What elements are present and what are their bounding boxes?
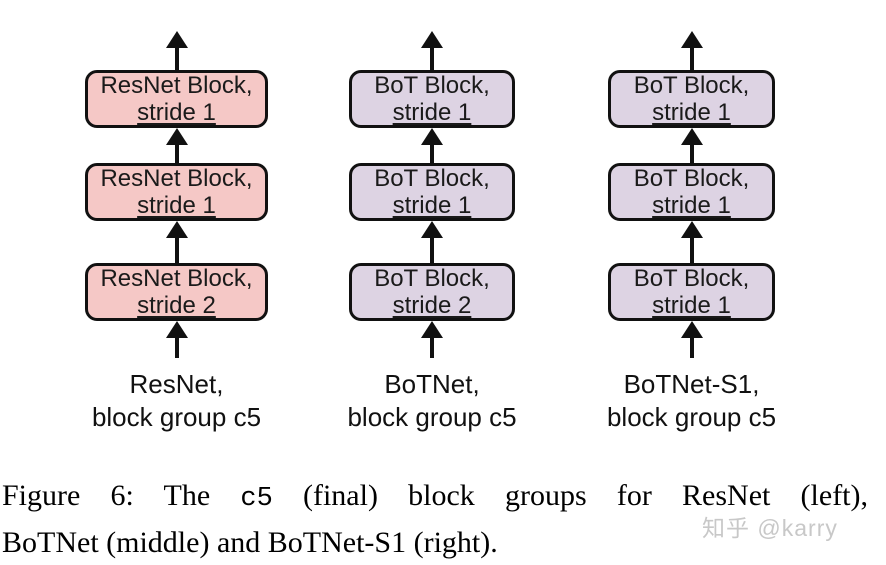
arrow-shaft	[689, 145, 694, 163]
block-name: BoT Block,	[374, 165, 490, 192]
column-label-line2: block group c5	[606, 402, 777, 432]
arrow-up-icon	[165, 221, 189, 263]
column-label-resnet: ResNet, block group c5	[92, 368, 261, 434]
block-stride: stride 1	[392, 99, 472, 126]
arrow-up-icon	[165, 321, 189, 358]
block-name: ResNet Block,	[100, 72, 253, 99]
arrow-head	[680, 321, 703, 338]
arrow-up-icon	[680, 128, 704, 163]
column-label-line1: ResNet,	[129, 369, 224, 399]
resnet-block-node: ResNet Block, stride 2	[85, 263, 268, 321]
bot-block-node: BoT Block, stride 1	[349, 163, 515, 221]
block-stride: stride 1	[652, 192, 731, 219]
block-stride: stride 2	[392, 292, 472, 319]
arrow-head	[165, 31, 188, 48]
bot-block-node: BoT Block, stride 2	[349, 263, 515, 321]
arrow-shaft	[430, 145, 434, 163]
block-name: ResNet Block,	[100, 165, 253, 192]
arrow-up-icon	[680, 221, 704, 263]
column-resnet: ResNet Block, stride 1 ResNet Block, str…	[85, 31, 268, 434]
resnet-block-node: ResNet Block, stride 1	[85, 70, 268, 128]
bot-block-node: BoT Block, stride 1	[608, 163, 775, 221]
arrow-up-icon	[165, 31, 189, 70]
block-name: BoT Block,	[374, 265, 490, 292]
caption-line-1: Figure 6: The c5 (final) block groups fo…	[2, 474, 868, 521]
arrow-shaft	[689, 338, 694, 358]
arrow-shaft	[174, 48, 179, 70]
arrow-up-icon	[420, 31, 444, 70]
arrow-head	[421, 221, 443, 238]
block-stride: stride 1	[652, 99, 731, 126]
column-label-line2: block group c5	[91, 402, 262, 432]
block-stride: stride 1	[392, 192, 472, 219]
arrow-head	[680, 128, 703, 145]
arrow-shaft	[174, 145, 179, 163]
arrow-head	[680, 31, 703, 48]
block-stride: stride 1	[652, 292, 731, 319]
arrow-shaft	[430, 238, 434, 263]
column-label-botnet: BoTNet, block group c5	[347, 368, 516, 434]
arrow-shaft	[430, 48, 434, 70]
arrow-up-icon	[420, 221, 444, 263]
watermark-zhihu-karry: 知乎 @karry	[702, 515, 838, 541]
arrow-up-icon	[680, 321, 704, 358]
arrow-head	[165, 321, 188, 338]
caption-text: Figure 6: The	[2, 479, 211, 512]
arrow-shaft	[430, 338, 434, 358]
arrow-up-icon	[420, 128, 444, 163]
block-name: BoT Block,	[633, 72, 750, 99]
arrow-shaft	[689, 48, 694, 70]
arrow-head	[165, 128, 188, 145]
block-name: BoT Block,	[633, 165, 750, 192]
block-stride: stride 1	[137, 192, 216, 219]
caption-text: (final) block groups for ResNet (left),	[302, 479, 869, 512]
arrow-shaft	[174, 238, 179, 263]
resnet-block-node: ResNet Block, stride 1	[85, 163, 268, 221]
caption-code-c5: c5	[240, 484, 273, 514]
block-name: ResNet Block,	[100, 265, 253, 292]
arrow-shaft	[689, 238, 694, 263]
column-label-line2: block group c5	[347, 402, 517, 432]
block-stride: stride 2	[137, 292, 216, 319]
arrow-head	[421, 128, 443, 145]
block-name: BoT Block,	[633, 265, 750, 292]
bot-block-node: BoT Block, stride 1	[608, 263, 775, 321]
arrow-head	[680, 221, 703, 238]
column-botnet-s1: BoT Block, stride 1 BoT Block, stride 1 …	[607, 31, 776, 434]
figure-caption: Figure 6: The c5 (final) block groups fo…	[2, 474, 868, 565]
column-label-line1: BoTNet,	[384, 369, 480, 399]
caption-line-2: BoTNet (middle) and BoTNet-S1 (right).	[2, 526, 498, 559]
arrow-head	[165, 221, 188, 238]
block-stride: stride 1	[137, 99, 216, 126]
arrow-shaft	[174, 338, 179, 358]
arrow-head	[421, 321, 443, 338]
arrow-up-icon	[420, 321, 444, 358]
column-botnet: BoT Block, stride 1 BoT Block, stride 1 …	[347, 31, 517, 434]
arrow-head	[421, 31, 443, 48]
bot-block-node: BoT Block, stride 1	[349, 70, 515, 128]
block-name: BoT Block,	[374, 72, 490, 99]
bot-block-node: BoT Block, stride 1	[608, 70, 775, 128]
arrow-up-icon	[680, 31, 704, 70]
arrow-up-icon	[165, 128, 189, 163]
column-label-line1: BoTNet-S1,	[623, 369, 760, 399]
column-label-botnet-s1: BoTNet-S1, block group c5	[607, 368, 776, 434]
